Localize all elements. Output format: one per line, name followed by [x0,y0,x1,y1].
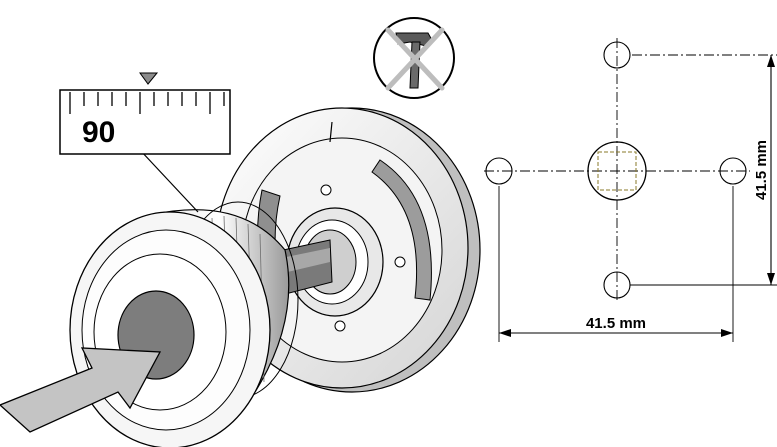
scale-reading: 90 [82,116,115,149]
right-hole [719,157,747,185]
pulley [69,201,299,447]
horizontal-dimension-label: 41.5 mm [586,315,646,332]
vertical-dimension-label: 41.5 mm [753,140,770,200]
no-hammer-icon [373,17,455,99]
center-bore [587,141,647,201]
hole-pattern-drawing: 41.5 mm 41.5 mm [484,38,777,342]
center-square [597,151,637,191]
arrow-icon [0,347,162,433]
top-hole [603,41,631,69]
measuring-scale: 90 [59,72,231,213]
left-hole [485,157,513,185]
